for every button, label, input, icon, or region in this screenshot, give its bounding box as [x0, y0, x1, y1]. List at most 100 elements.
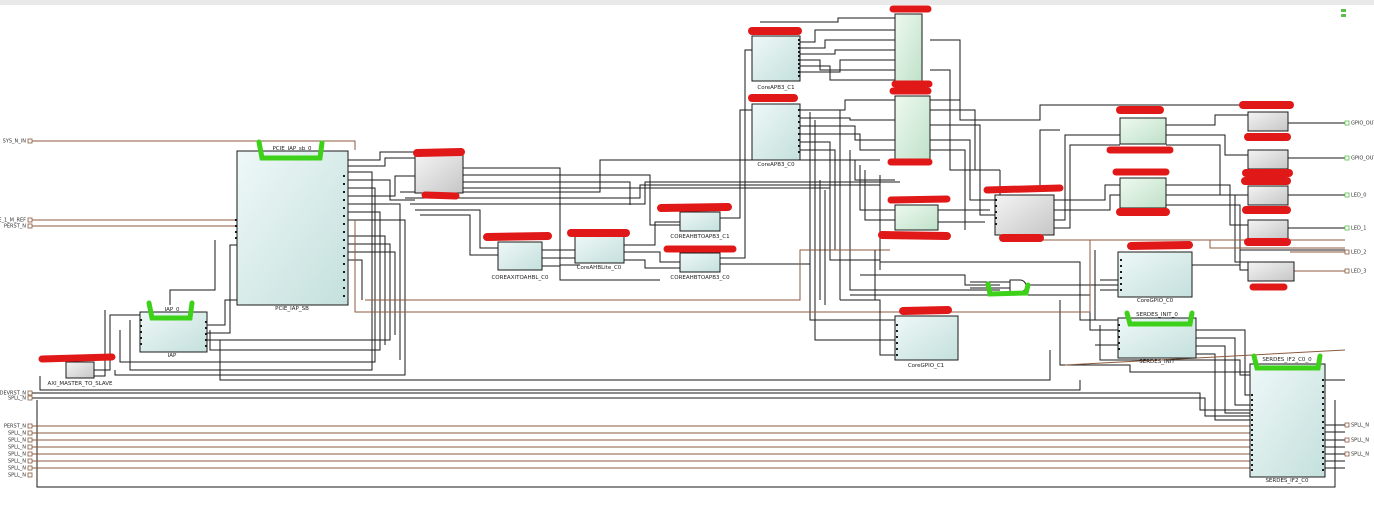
left-port-pin[interactable]: [27, 444, 33, 450]
pin: [235, 237, 237, 239]
pin: [343, 231, 345, 233]
block-label: SERDES_INIT: [1139, 359, 1175, 365]
block-axi-master-to-slave[interactable]: AXI_MASTER_TO_SLAVE: [47, 361, 113, 387]
block-unnamed-gray-4[interactable]: [1247, 149, 1289, 170]
pin: [1251, 469, 1253, 471]
left-port-pin[interactable]: [27, 437, 33, 443]
pin: [896, 336, 898, 338]
right-port-pin[interactable]: [1344, 451, 1350, 457]
left-port-pin[interactable]: [27, 395, 33, 401]
block-unnamed-gray-5[interactable]: [1247, 185, 1289, 206]
red-redaction: [1127, 241, 1193, 250]
left-port-pin[interactable]: [27, 465, 33, 471]
pin: [896, 354, 898, 356]
block-serdes-if2-c0[interactable]: SERDES_IF2_C0_0 SERDES_IF2_C0: [1249, 357, 1326, 484]
pin: [1322, 379, 1324, 381]
block-label: AXI_MASTER_TO_SLAVE: [47, 381, 113, 387]
left-port-pin[interactable]: [27, 430, 33, 436]
left-port-label: SPLL_N: [8, 438, 26, 444]
block-coreapb3-c0[interactable]: CoreAPB3_C0: [751, 103, 801, 168]
pin: [798, 75, 800, 77]
right-port-pin[interactable]: [1344, 249, 1350, 255]
pin: [1322, 445, 1324, 447]
red-redaction: [413, 148, 465, 157]
and-gate[interactable]: [1009, 279, 1027, 293]
left-port-pin[interactable]: [27, 223, 33, 229]
block-title: SERDES_INIT_0: [1136, 312, 1178, 318]
pin: [235, 231, 237, 233]
pin: [205, 345, 207, 347]
pin: [798, 121, 800, 123]
left-port-pin[interactable]: [27, 217, 33, 223]
block-coreapb3-c1[interactable]: CoreAPB3_C1: [751, 35, 801, 91]
block-unnamed-gray-2[interactable]: [994, 194, 1055, 236]
pin: [1118, 348, 1120, 350]
pin: [798, 145, 800, 147]
block-label: COREAHBTOAPB3_C1: [670, 234, 729, 240]
block-coregpio-c1[interactable]: CoreGPIO_C1: [894, 315, 959, 369]
pin: [1251, 459, 1253, 461]
pin: [995, 211, 997, 213]
block-coreaxitoahbl-c0[interactable]: COREAXITOAHBL_C0: [491, 241, 549, 281]
pin: [1118, 324, 1120, 326]
left-port-pin[interactable]: [27, 423, 33, 429]
block-label: CoreAPB3_C1: [757, 85, 794, 91]
pin: [995, 205, 997, 207]
block-label: COREAXITOAHBL_C0: [491, 275, 549, 281]
block-pcie-iap-sb[interactable]: PCIE_IAP_sb_0 PCIE_IAP_SB: [236, 146, 349, 312]
block-coreahblite-c0[interactable]: CoreAHBLite_C0: [574, 235, 625, 271]
right-port-pin[interactable]: [1344, 225, 1350, 231]
left-port-label: SPLL_N: [8, 473, 26, 479]
left-port-pin[interactable]: [27, 138, 33, 144]
pin: [798, 109, 800, 111]
pin: [343, 287, 345, 289]
left-port-pin[interactable]: [27, 390, 33, 396]
block-unnamed-green-2[interactable]: [894, 95, 931, 163]
red-redaction: [421, 191, 460, 200]
block-label: PCIE_IAP_SB: [275, 306, 309, 312]
green-highlight-iap-title: [146, 300, 195, 321]
pin: [140, 325, 142, 327]
pin: [1322, 421, 1324, 423]
pin: [798, 39, 800, 41]
block-title: SERDES_IF2_C0_0: [1262, 357, 1312, 363]
pin: [1120, 277, 1122, 279]
right-port-pin[interactable]: [1344, 120, 1350, 126]
block-unnamed-green-5[interactable]: [1119, 177, 1167, 209]
block-unnamed-gray-6[interactable]: [1247, 219, 1289, 240]
block-unnamed-green-4[interactable]: [1119, 117, 1167, 145]
pin: [1322, 451, 1324, 453]
left-port-pin[interactable]: [27, 451, 33, 457]
pin: [896, 342, 898, 344]
pin: [343, 247, 345, 249]
pin: [1322, 457, 1324, 459]
green-highlight-serdes-init-title: [1124, 310, 1195, 327]
pin: [1322, 463, 1324, 465]
block-unnamed-green-3[interactable]: [894, 204, 939, 231]
right-port-pin[interactable]: [1344, 155, 1350, 161]
pin: [343, 255, 345, 257]
block-unnamed-green-1[interactable]: [894, 13, 923, 83]
pin: [1120, 289, 1122, 291]
block-coreahbtoapb3-c0[interactable]: COREAHBTOAPB3_C0: [670, 252, 730, 281]
pin: [343, 191, 345, 193]
block-coreahbtoapb3-c1[interactable]: COREAHBTOAPB3_C1: [670, 211, 730, 240]
block-coregpio-c0[interactable]: CoreGPIO_C0: [1117, 251, 1193, 304]
red-redaction: [483, 232, 552, 241]
block-unnamed-gray-1[interactable]: [414, 154, 464, 194]
right-port-pin[interactable]: [1344, 192, 1350, 198]
pin: [140, 331, 142, 333]
red-redaction: [983, 184, 1064, 194]
block-unnamed-gray-3[interactable]: [1247, 111, 1289, 132]
pin: [798, 127, 800, 129]
block-unnamed-gray-7[interactable]: [1247, 261, 1295, 282]
left-port-pin[interactable]: [27, 472, 33, 478]
right-port-pin[interactable]: [1344, 422, 1350, 428]
pin: [343, 279, 345, 281]
pin: [896, 348, 898, 350]
left-port-pin[interactable]: [27, 458, 33, 464]
right-port-pin[interactable]: [1344, 437, 1350, 443]
right-port-pin[interactable]: [1344, 268, 1350, 274]
pin: [1251, 424, 1253, 426]
